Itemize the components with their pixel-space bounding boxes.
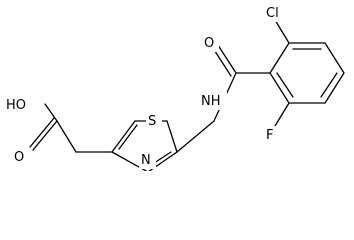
molecule-structure: HO O S N NH O Cl F — [2, 4, 345, 171]
bond-ar-f — [274, 102, 290, 127]
bond-co-o-1 — [215, 41, 237, 74]
bond-c-o-double-1 — [32, 120, 58, 151]
atom-label-carbonyl-oxygen: O — [204, 36, 214, 51]
bond-ar-c1-c2 — [269, 42, 290, 74]
bond-s-c2 — [166, 120, 178, 153]
bond-ar-c3-c4 — [324, 42, 345, 74]
bond-c2-nh — [176, 120, 215, 153]
bond-lines — [29, 19, 345, 171]
molecule-diagram: HO O S N NH O Cl F — [2, 4, 345, 171]
bond-c-ch2 — [56, 120, 77, 153]
atom-label-chlorine: Cl — [266, 6, 279, 21]
atom-label-fluorine: F — [266, 128, 273, 143]
bond-ar-c6-c1-inner — [276, 72, 294, 98]
bond-c4-c5 — [111, 120, 136, 153]
atom-label-ring-nitrogen: N — [141, 153, 151, 168]
bond-ar-c4-c5 — [324, 72, 345, 104]
atom-label-amide-nh: NH — [201, 94, 221, 109]
atom-label-hydroxyl: HO — [6, 98, 26, 113]
atom-label-sulfur: S — [148, 114, 156, 129]
atom-labels: HO O S N NH O Cl F — [2, 4, 286, 169]
bond-ar-c4-c5-inner — [320, 72, 338, 98]
bond-ar-cl — [274, 19, 290, 44]
bond-c4-c5-inner — [118, 124, 138, 150]
bond-c-oh — [44, 103, 58, 122]
bond-ar-c6-c1 — [269, 72, 290, 104]
atom-label-acid-oxygen: O — [14, 150, 24, 165]
bond-c-o-double-2 — [29, 117, 55, 148]
